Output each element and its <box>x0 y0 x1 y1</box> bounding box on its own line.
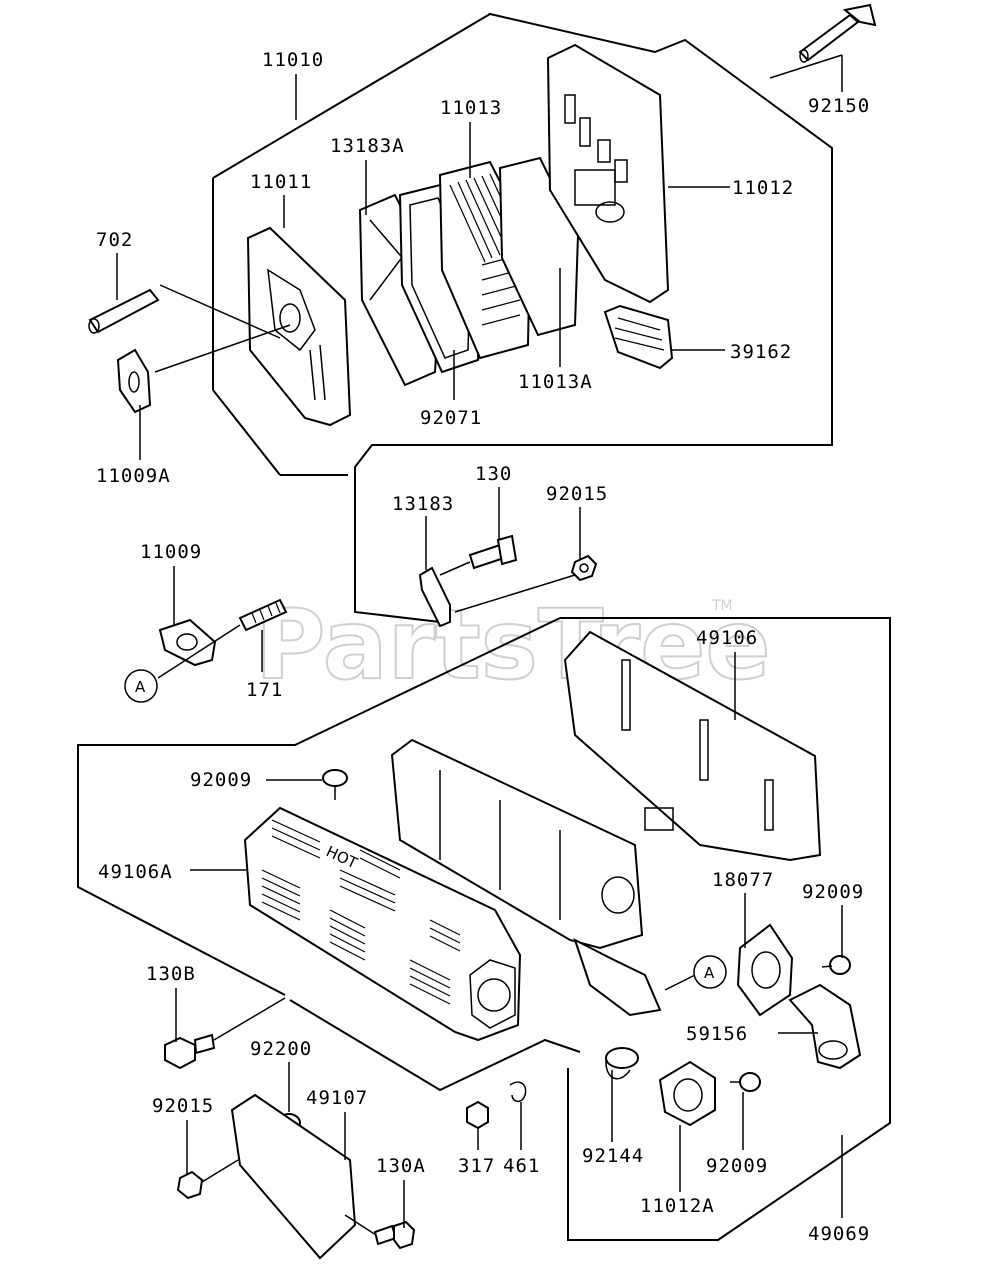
label-130a: 130A <box>376 1155 426 1177</box>
label-11013a: 11013A <box>518 371 593 393</box>
bolt-130 <box>468 534 518 570</box>
foam-pad-39162 <box>603 304 674 370</box>
reference-marker-a-left: A <box>124 669 158 703</box>
wing-bolt-92150 <box>798 3 877 63</box>
label-11009a: 11009A <box>96 465 171 487</box>
watermark-trademark: TM <box>711 598 733 614</box>
muffler-assembly-outline <box>560 617 891 1241</box>
nut-317 <box>466 1100 489 1130</box>
label-49106: 49106 <box>696 627 758 649</box>
label-11013: 11013 <box>440 97 502 119</box>
clamp-92144 <box>605 1047 639 1080</box>
muffler-cover-49106a: HOT <box>243 806 522 1042</box>
leader-lines <box>116 54 843 1228</box>
flange-18077 <box>736 923 794 1017</box>
nut-92015-bottom <box>176 1170 204 1200</box>
air-cleaner-cover-11012 <box>546 43 670 304</box>
label-92150: 92150 <box>808 95 870 117</box>
label-171: 171 <box>246 679 283 701</box>
label-49069: 49069 <box>808 1223 870 1245</box>
gasket-11009a <box>116 348 152 414</box>
label-92071: 92071 <box>420 407 482 429</box>
heat-shield-49106 <box>563 630 822 862</box>
stud-171 <box>238 598 288 632</box>
label-92015-top: 92015 <box>546 483 608 505</box>
label-49107: 49107 <box>306 1087 368 1109</box>
air-cleaner-assembly-outline <box>212 12 833 623</box>
label-18077: 18077 <box>712 869 774 891</box>
label-702: 702 <box>96 229 133 251</box>
label-13183: 13183 <box>392 493 454 515</box>
bolt-92009-top <box>322 769 348 800</box>
label-11012: 11012 <box>732 177 794 199</box>
label-317: 317 <box>458 1155 495 1177</box>
label-92015-bottom: 92015 <box>152 1095 214 1117</box>
muffler-body <box>390 738 662 1017</box>
svg-text:A: A <box>704 964 715 982</box>
label-11010: 11010 <box>262 49 324 71</box>
label-130: 130 <box>475 463 512 485</box>
watermark-text: PartsTree <box>255 589 770 701</box>
label-59156: 59156 <box>686 1023 748 1045</box>
exhaust-pipe-59156 <box>788 983 862 1070</box>
clip-461 <box>509 1081 527 1103</box>
pin-702 <box>88 288 160 334</box>
label-13183a: 13183A <box>330 135 405 157</box>
label-461: 461 <box>503 1155 540 1177</box>
bolt-92009-right <box>821 955 851 975</box>
muffler-subassembly-outline <box>77 617 561 996</box>
label-92009-top: 92009 <box>190 769 252 791</box>
svg-text:A: A <box>135 678 146 696</box>
bolt-92009-bottom <box>730 1072 761 1092</box>
air-cleaner-base <box>246 226 352 427</box>
label-11012a: 11012A <box>640 1195 715 1217</box>
assembly-outline-bottom-left <box>212 389 281 476</box>
label-39162: 39162 <box>730 341 792 363</box>
part-labels: 11010 92150 11013 13183A 11011 11012 702… <box>96 49 870 1245</box>
label-92144: 92144 <box>582 1145 644 1167</box>
label-92200: 92200 <box>250 1038 312 1060</box>
label-11011: 11011 <box>250 171 312 193</box>
bolt-130b <box>164 1033 216 1070</box>
muffler-guard-49107 <box>230 1093 357 1260</box>
nut-92015-top <box>570 554 598 582</box>
label-92009-bottom: 92009 <box>706 1155 768 1177</box>
gasket-13183 <box>418 566 451 628</box>
gasket-11009 <box>158 618 217 667</box>
reference-marker-a-right: A <box>693 955 727 989</box>
label-49106a: 49106A <box>98 861 173 883</box>
bolt-130a <box>373 1220 416 1250</box>
gasket-11012a <box>658 1060 716 1127</box>
label-11009: 11009 <box>140 541 202 563</box>
label-92009-right: 92009 <box>802 881 864 903</box>
label-130b: 130B <box>146 963 196 985</box>
